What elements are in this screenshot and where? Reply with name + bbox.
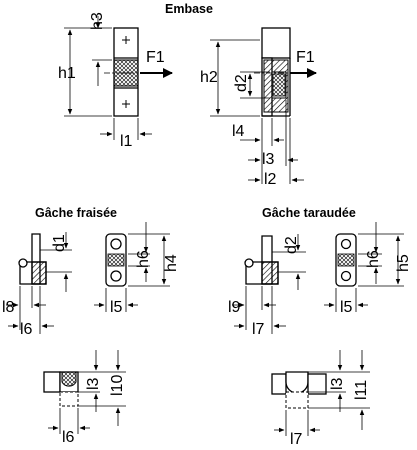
svg-text:F1: F1 [146, 49, 165, 66]
gache-taraudee-side-dims [232, 234, 306, 334]
svg-text:l4: l4 [232, 123, 245, 140]
label-h3: h3 [89, 12, 106, 30]
svg-text:d1: d1 [51, 234, 68, 252]
label-l1: l1 [120, 133, 133, 150]
svg-text:l10: l10 [109, 375, 126, 396]
label-h5: h5 [395, 254, 412, 272]
svg-text:h2: h2 [200, 69, 218, 86]
label-l3-fraisee-top: l3 [85, 377, 102, 390]
gache-taraudee-front-dims [324, 222, 404, 312]
label-d1: d1 [51, 234, 68, 252]
svg-text:l5: l5 [110, 299, 123, 316]
label-l11: l11 [353, 380, 370, 400]
svg-text:d2: d2 [233, 74, 250, 92]
label-h4: h4 [163, 254, 180, 272]
label-h2: h2 [200, 69, 218, 86]
embase-front-dims [64, 16, 152, 140]
label-h6-taraudee: h6 [365, 250, 382, 268]
gache-fraisee-front-view [105, 233, 127, 287]
label-f1-section: F1 [296, 49, 315, 66]
title-gache-fraisee: Gâche fraisée [35, 206, 117, 220]
gache-taraudee-side-view [244, 235, 279, 285]
svg-text:l5: l5 [340, 299, 353, 316]
label-l10: l10 [109, 375, 126, 396]
svg-text:l1: l1 [120, 133, 133, 150]
svg-text:h6: h6 [135, 250, 152, 268]
label-l3-taraudee-top: l3 [329, 377, 346, 390]
title-gache-taraudee: Gâche taraudée [262, 206, 356, 220]
title-embase: Embase [165, 2, 213, 16]
gache-fraisee-front-dims [94, 222, 170, 312]
label-l6-top: l6 [62, 429, 75, 446]
embase-section-view [261, 27, 291, 117]
svg-text:l3: l3 [329, 377, 346, 390]
svg-text:l7: l7 [252, 321, 265, 338]
svg-text:l11: l11 [353, 380, 370, 400]
gache-fraisee-side-dims [6, 232, 72, 334]
label-d2-embase: d2 [233, 74, 250, 92]
gache-taraudee-top-dims [274, 350, 370, 436]
gache-taraudee-top-view [271, 371, 327, 409]
svg-text:h4: h4 [163, 254, 180, 272]
label-l4: l4 [232, 123, 245, 140]
label-l5-taraudee: l5 [340, 299, 353, 316]
label-l7-top: l7 [290, 431, 303, 448]
gache-taraudee-front-view [335, 233, 357, 287]
svg-text:l7: l7 [290, 431, 303, 448]
label-l5-fraisee: l5 [110, 299, 123, 316]
gache-fraisee-top-dims [48, 350, 126, 434]
svg-text:l3: l3 [262, 151, 275, 168]
label-l8: l8 [2, 299, 15, 316]
svg-text:h5: h5 [395, 254, 412, 272]
label-f1-front: F1 [146, 49, 165, 66]
label-l7-side: l7 [252, 321, 265, 338]
label-l2: l2 [264, 171, 277, 188]
gache-fraisee-top-view [43, 371, 79, 407]
label-l3: l3 [262, 151, 275, 168]
svg-text:l9: l9 [228, 299, 241, 316]
svg-text:l6: l6 [62, 429, 75, 446]
label-l6-side: l6 [20, 321, 33, 338]
label-l9: l9 [228, 299, 241, 316]
embase-front-view [113, 27, 139, 117]
svg-text:l3: l3 [85, 377, 102, 390]
svg-text:l8: l8 [2, 299, 15, 316]
svg-text:h6: h6 [365, 250, 382, 268]
svg-text:h3: h3 [89, 12, 106, 30]
svg-text:l6: l6 [20, 321, 33, 338]
gache-fraisee-side-view [18, 233, 47, 285]
svg-text:F1: F1 [296, 49, 315, 66]
svg-text:d2: d2 [283, 236, 300, 254]
svg-text:h1: h1 [58, 65, 76, 82]
label-d2-gache: d2 [283, 236, 300, 254]
svg-text:l2: l2 [264, 171, 277, 188]
label-h1: h1 [58, 65, 76, 82]
label-h6-fraisee: h6 [135, 250, 152, 268]
